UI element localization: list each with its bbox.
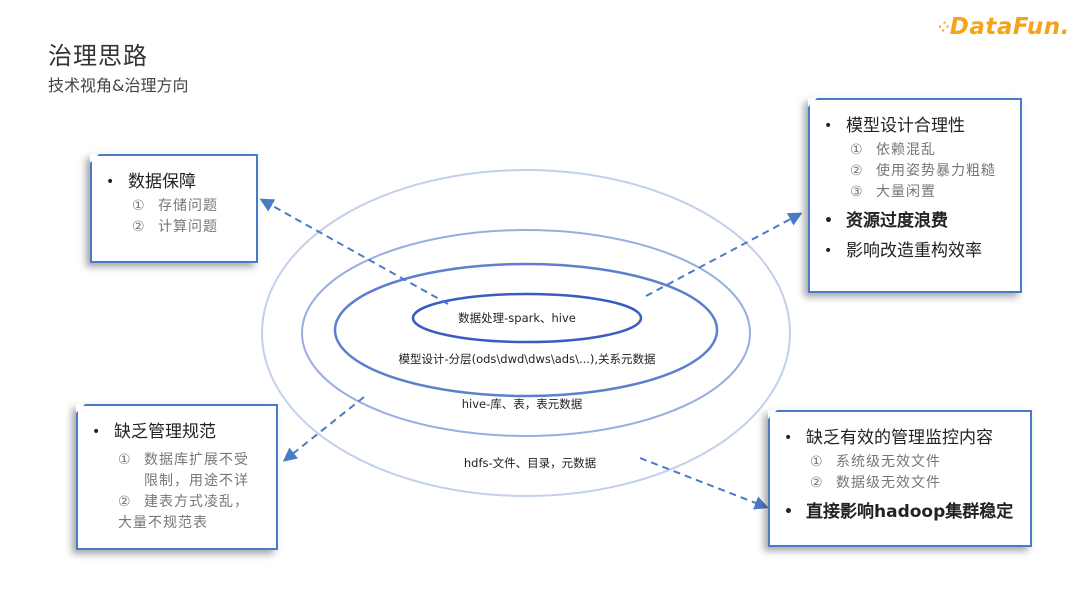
note-point: 直接影响hadoop集群稳定: [784, 498, 1020, 526]
list-item: ① 系统级无效文件: [784, 452, 1020, 473]
ring-label-outer: hdfs-文件、目录，元数据: [463, 456, 597, 470]
item-number: ③: [850, 184, 864, 200]
list-item-continuation: 大量不规范表: [118, 515, 208, 531]
item-text: 计算问题: [158, 219, 218, 235]
note-management-norms: 缺乏管理规范 ① 数据库扩展不受 限制，用途不详 ② 建表方式凌乱， 大量不规范表: [76, 404, 278, 550]
item-number: ②: [132, 219, 146, 235]
list-item: ① 存储问题: [106, 196, 246, 217]
note-title: 模型设计合理性: [824, 112, 1010, 140]
ring-third: [301, 229, 751, 437]
arrow-to-model-design: [645, 212, 803, 297]
item-number: ①: [132, 198, 146, 214]
note-title: 数据保障: [106, 168, 246, 196]
item-text: 数据库扩展不受: [144, 452, 249, 468]
item-number: ②: [850, 163, 864, 179]
item-text: 数据级无效文件: [836, 475, 941, 491]
item-text: 使用姿势暴力粗糙: [876, 163, 996, 179]
item-text: 建表方式凌乱，: [144, 494, 249, 510]
ring-label-second: 模型设计-分层(ods\dwd\dws\ads\...),关系元数据: [398, 352, 656, 366]
note-point: 资源过度浪费: [824, 207, 1010, 235]
note-title: 缺乏管理规范: [92, 418, 266, 446]
list-item-continuation: 限制，用途不详: [144, 473, 249, 489]
item-number: ①: [850, 142, 864, 158]
note-monitoring: 缺乏有效的管理监控内容 ① 系统级无效文件 ② 数据级无效文件 直接影响hadoop…: [768, 410, 1032, 547]
note-title: 缺乏有效的管理监控内容: [784, 424, 1020, 452]
note-data-guarantee: 数据保障 ① 存储问题 ② 计算问题: [90, 154, 258, 263]
datafun-logo: ⁘DataFun.: [938, 14, 1070, 40]
list-item: ② 使用姿势暴力粗糙: [824, 161, 1010, 182]
note-model-design: 模型设计合理性 ① 依赖混乱 ② 使用姿势暴力粗糙 ③ 大量闲置 资源过度浪费 影响改…: [808, 98, 1022, 293]
list-item: ① 依赖混乱: [824, 140, 1010, 161]
ring-outer: [261, 169, 791, 497]
ring-second: [333, 262, 719, 398]
item-text: 系统级无效文件: [836, 454, 941, 470]
item-number: ②: [118, 494, 132, 510]
ring-label-inner: 数据处理-spark、hive: [458, 311, 576, 325]
logo-text: DataFun.: [949, 14, 1070, 40]
logo-dots-icon: ⁘: [938, 19, 950, 36]
item-text: 存储问题: [158, 198, 218, 214]
item-text: 大量闲置: [876, 184, 936, 200]
list-item: ③ 大量闲置: [824, 182, 1010, 203]
item-text: 依赖混乱: [876, 142, 936, 158]
arrow-to-management-norms: [282, 396, 365, 462]
ring-inner: [411, 292, 643, 344]
item-number: ①: [810, 454, 824, 470]
list-item: ② 数据级无效文件: [784, 473, 1020, 494]
page-title: 治理思路: [48, 42, 148, 70]
arrow-to-data-guarantee: [259, 198, 449, 305]
ring-label-third: hive-库、表，表元数据: [461, 397, 583, 411]
item-number: ①: [118, 452, 132, 468]
note-point: 影响改造重构效率: [824, 237, 1010, 265]
list-item: ① 数据库扩展不受: [92, 450, 266, 471]
page-subtitle: 技术视角&治理方向: [48, 76, 189, 95]
list-item: ② 计算问题: [106, 217, 246, 238]
list-item: ② 建表方式凌乱，: [92, 492, 266, 513]
item-number: ②: [810, 475, 824, 491]
arrow-to-monitoring: [639, 457, 769, 510]
